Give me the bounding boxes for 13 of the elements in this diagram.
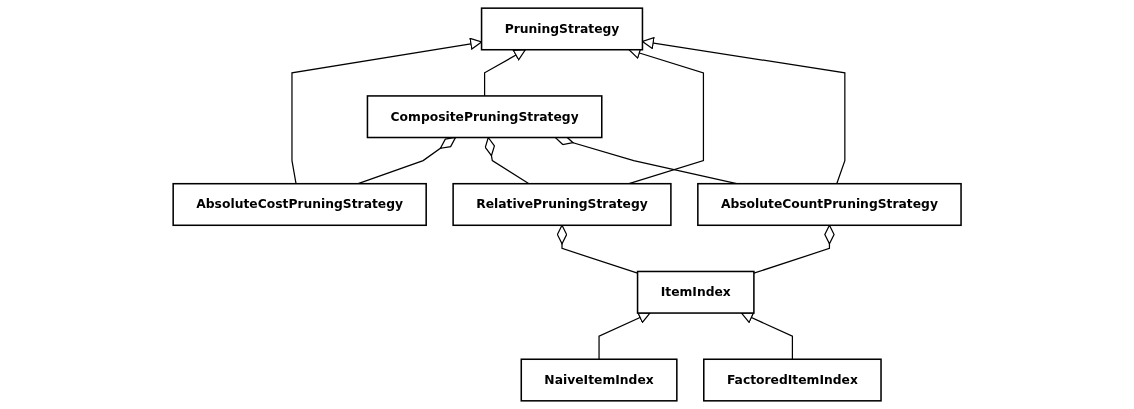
connector: [484, 136, 530, 185]
node-box: CompositePruningStrategy: [366, 95, 603, 139]
arrow: [598, 312, 651, 360]
node-box: NaiveItemIndex: [520, 358, 678, 402]
node-box: AbsoluteCountPruningStrategy: [696, 182, 962, 227]
node-box: PruningStrategy: [480, 7, 644, 51]
node-box: FactoredItemIndex: [702, 358, 882, 402]
node-box: RelativePruningStrategy: [452, 182, 672, 227]
node-box: AbsoluteCostPruningStrategy: [172, 182, 427, 227]
arrow: [483, 49, 526, 97]
connector: [753, 224, 835, 274]
arrow: [740, 312, 793, 360]
node-box: ItemIndex: [636, 270, 755, 314]
